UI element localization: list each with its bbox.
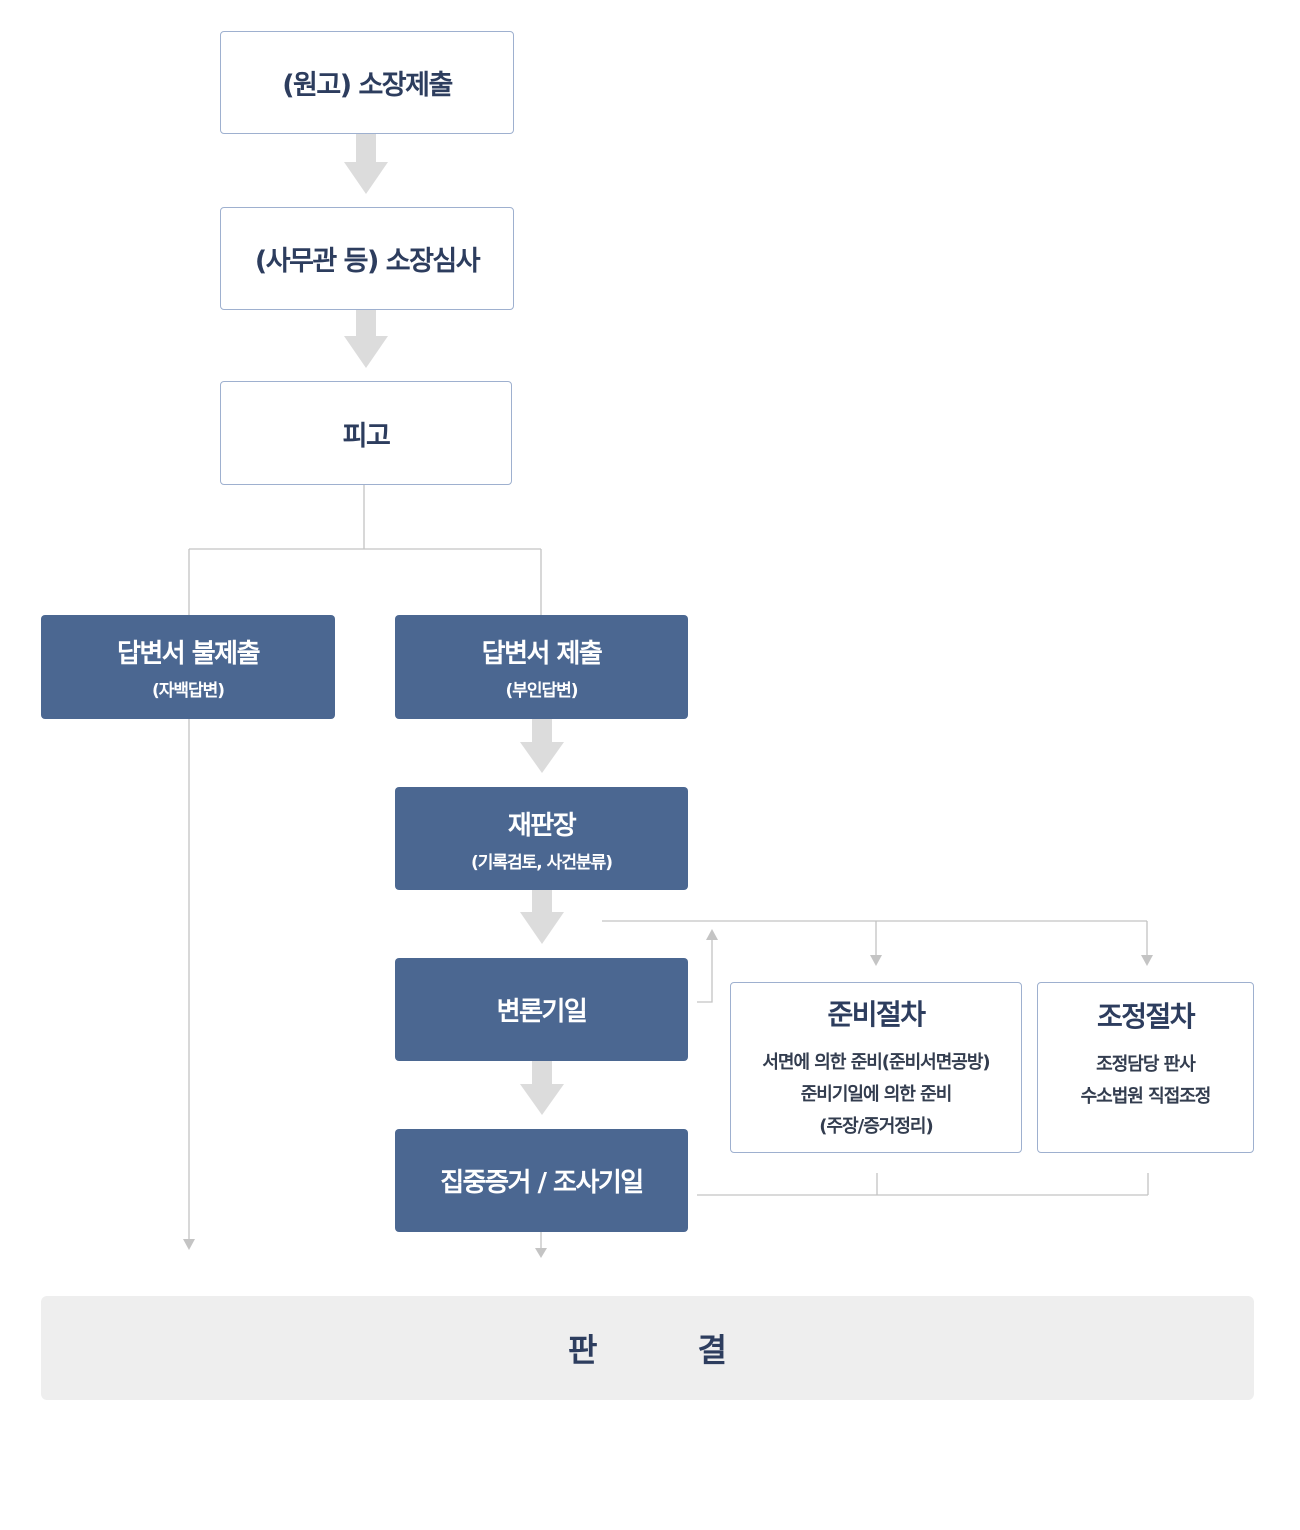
- complaint-filing-title: (원고) 소장제출: [282, 70, 453, 101]
- judgment-box: 판 결: [41, 1296, 1254, 1400]
- complaint-review-title: (사무관 등) 소장심사: [254, 246, 481, 277]
- flow-arrow: [344, 310, 388, 368]
- complaint-review-box: (사무관 등) 소장심사: [220, 207, 514, 310]
- line-arrowhead: [535, 1248, 547, 1258]
- mediation-procedure-box: 조정절차 조정담당 판사 수소법원 직접조정: [1037, 982, 1254, 1153]
- mediation-line: 수소법원 직접조정: [1080, 1086, 1212, 1107]
- defendant-box: 피고: [220, 381, 512, 485]
- mediation-line: 조정담당 판사: [1096, 1054, 1196, 1075]
- hearing-date-title: 변론기일: [496, 997, 588, 1027]
- presiding-judge-subtitle: (기록검토, 사건분류): [470, 852, 613, 873]
- evidence-date-title: 집중증거 / 조사기일: [440, 1168, 644, 1198]
- evidence-date-box: 집중증거 / 조사기일: [395, 1129, 688, 1232]
- no-answer-box: 답변서 불제출 (자백답변): [41, 615, 335, 719]
- line-arrowhead: [1141, 955, 1153, 966]
- hearing-date-box: 변론기일: [395, 958, 688, 1061]
- answer-submitted-box: 답변서 제출 (부인답변): [395, 615, 688, 719]
- defendant-title: 피고: [342, 420, 391, 452]
- answer-submitted-title: 답변서 제출: [481, 639, 603, 669]
- judgment-title-part1: 판: [568, 1331, 598, 1369]
- preparatory-line: 준비기일에 의한 준비: [800, 1083, 953, 1105]
- mediation-procedure-title: 조정절차: [1096, 1000, 1196, 1033]
- flow-arrow: [520, 718, 564, 773]
- flow-arrow: [520, 890, 564, 944]
- flow-arrow: [344, 134, 388, 194]
- preparatory-procedure-title: 준비절차: [827, 997, 926, 1031]
- line-arrowhead: [706, 929, 718, 940]
- no-answer-subtitle: (자백답변): [151, 681, 225, 701]
- line-arrowhead: [183, 1239, 195, 1250]
- complaint-filing-box: (원고) 소장제출: [220, 31, 514, 134]
- flow-arrow: [520, 1061, 564, 1115]
- answer-submitted-subtitle: (부인답변): [505, 681, 578, 701]
- no-answer-title: 답변서 불제출: [116, 639, 261, 669]
- preparatory-line: (주장/증거정리): [819, 1115, 933, 1137]
- judgment-title-part2: 결: [697, 1331, 727, 1369]
- presiding-judge-box: 재판장 (기록검토, 사건분류): [395, 787, 688, 890]
- preparatory-line: 서면에 의한 준비(준비서면공방): [762, 1051, 990, 1073]
- preparatory-procedure-box: 준비절차 서면에 의한 준비(준비서면공방) 준비기일에 의한 준비 (주장/증…: [730, 982, 1022, 1153]
- line-arrowhead: [870, 955, 882, 966]
- presiding-judge-title: 재판장: [507, 810, 577, 841]
